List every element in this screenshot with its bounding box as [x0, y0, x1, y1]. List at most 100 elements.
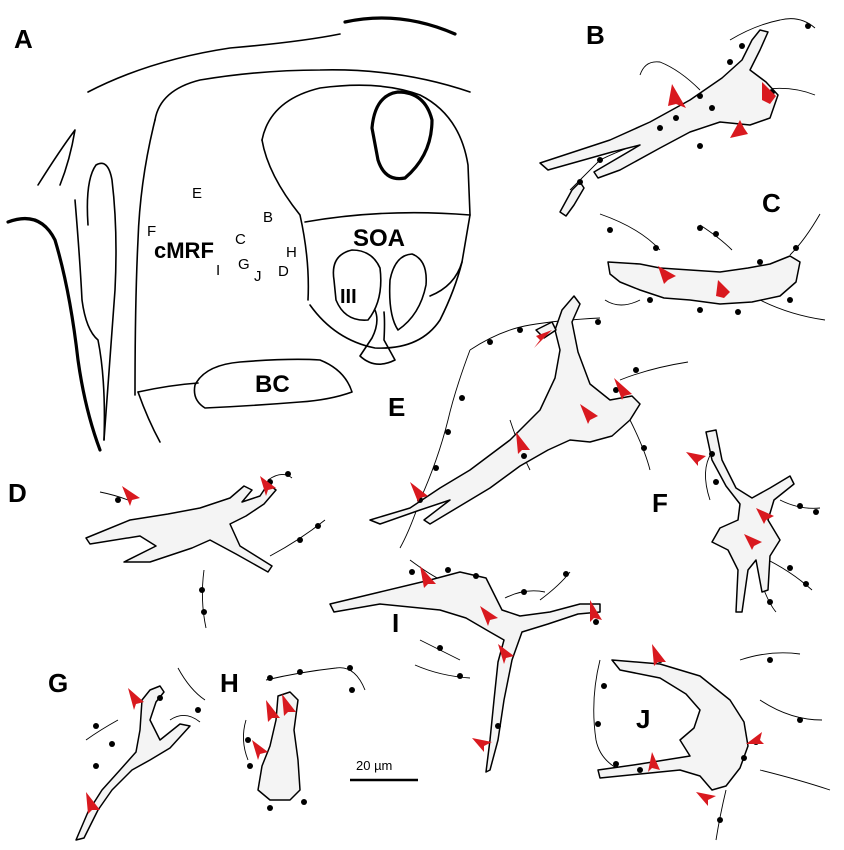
bouton-cluster: [417, 319, 647, 503]
axon: [759, 769, 831, 791]
bouton-cluster: [709, 451, 819, 605]
red-arrowhead: [744, 534, 762, 550]
axon: [243, 719, 249, 761]
red-arrowhead: [762, 82, 776, 104]
outline-top-arc: [87, 33, 341, 93]
axon: [629, 419, 651, 471]
bouton-cluster: [115, 471, 321, 615]
panel-letter-i: I: [392, 608, 399, 638]
panel-letter-a: A: [14, 24, 33, 54]
red-arrowhead: [652, 644, 666, 666]
bouton-cluster: [607, 225, 799, 315]
site-label-d: D: [278, 263, 289, 280]
axon: [639, 61, 701, 91]
red-arrowhead: [410, 482, 428, 502]
red-arrowhead: [580, 404, 598, 424]
site-label-h: H: [286, 244, 297, 261]
dendrite: [559, 181, 585, 217]
outline-bc: [193, 358, 353, 409]
panel-letter-c: C: [762, 188, 781, 218]
red-arrowhead: [658, 266, 676, 284]
red-arrowhead: [746, 732, 764, 744]
site-label-i: I: [216, 262, 220, 279]
axon: [759, 299, 826, 321]
outline-oculomotor-left: [332, 249, 382, 321]
label-oculomotor-nucleus: III: [340, 286, 357, 308]
label-cmrf: cMRF: [154, 238, 214, 263]
neuron-body: [597, 659, 749, 791]
axon: [739, 652, 801, 661]
outline-midline-process: [359, 309, 396, 365]
red-arrowhead: [282, 694, 296, 716]
red-arrowhead: [756, 508, 774, 524]
panel-g-neuron: G: [48, 667, 206, 841]
panel-letter-b: B: [586, 20, 605, 50]
panel-h-neuron: H: [220, 665, 366, 811]
outline-pial-surface: [6, 217, 102, 452]
panel-d-neuron: D: [8, 471, 326, 629]
panel-letter-h: H: [220, 668, 239, 698]
red-arrowhead: [252, 740, 268, 760]
outline-lateral-ventral: [137, 382, 199, 393]
outline-superior-arc: [343, 16, 457, 36]
red-arrowhead: [128, 688, 144, 710]
red-arrowhead: [260, 476, 276, 496]
panel-j-neuron: J: [593, 644, 831, 841]
axon: [201, 569, 207, 629]
axon: [705, 451, 713, 501]
neuron-body: [329, 571, 601, 773]
scale-bar-label: 20 µm: [356, 758, 392, 773]
label-bc: BC: [255, 371, 290, 398]
neuron-body: [75, 685, 191, 841]
neuron-body: [539, 29, 779, 179]
outline-cp-left: [74, 199, 106, 441]
outline-cp-right: [86, 162, 117, 441]
outline-ventral-left: [137, 391, 161, 443]
axon: [789, 213, 821, 256]
site-label-c: C: [235, 231, 246, 248]
bouton-cluster: [409, 567, 599, 729]
panel-letter-j: J: [636, 704, 650, 734]
axon: [267, 474, 293, 481]
red-arrowhead: [668, 84, 686, 108]
axon: [593, 659, 621, 771]
bouton-cluster: [245, 665, 355, 811]
red-arrowhead: [122, 486, 140, 506]
red-arrowhead: [420, 566, 436, 588]
red-arrowhead: [534, 330, 552, 348]
axon: [99, 491, 129, 501]
neuron-body: [257, 691, 301, 801]
outline-soa-box: [304, 211, 471, 297]
red-arrowhead: [648, 752, 660, 772]
site-label-f: F: [147, 223, 156, 240]
outline-lateral-edge: [37, 129, 76, 186]
red-arrowhead: [716, 280, 730, 298]
axon: [729, 18, 816, 41]
red-arrowhead: [614, 378, 632, 400]
red-arrowhead: [686, 452, 706, 466]
axon: [169, 715, 201, 723]
red-arrowhead: [266, 700, 280, 722]
panel-letter-d: D: [8, 478, 27, 508]
red-arrowhead: [472, 738, 492, 752]
red-arrowhead: [498, 644, 514, 664]
axon: [469, 317, 601, 351]
outline-periaqueductal-left: [261, 139, 310, 301]
neuron-body: [607, 255, 801, 305]
panel-b-neuron: B: [539, 18, 816, 217]
axon: [414, 664, 471, 679]
neuron-body: [369, 295, 641, 525]
axon: [699, 224, 733, 251]
outline-ventral-curve: [309, 261, 463, 349]
panel-e-neuron: E: [369, 295, 689, 549]
red-arrowhead: [696, 792, 716, 806]
axon: [399, 349, 471, 549]
red-arrowhead: [730, 120, 748, 138]
axon: [619, 361, 689, 381]
neuron-body: [85, 483, 277, 573]
outline-central-gray: [261, 84, 471, 216]
red-arrowhead: [86, 792, 100, 814]
site-label-j: J: [254, 268, 262, 285]
red-arrowhead: [516, 432, 530, 454]
axon: [759, 699, 823, 721]
